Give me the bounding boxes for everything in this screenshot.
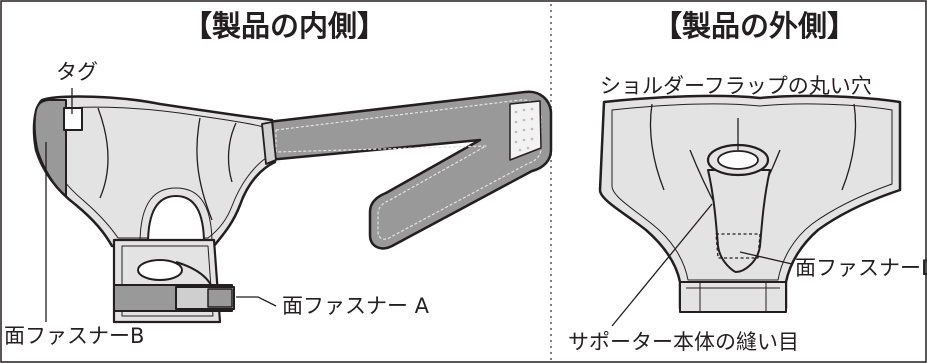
outer-view-title: 【製品の外側】 xyxy=(653,9,857,43)
support-outer-view xyxy=(598,94,902,313)
loop xyxy=(137,259,183,281)
fastener-b-label: 面ファスナーB xyxy=(4,324,145,348)
support-inner-view xyxy=(32,90,553,324)
strap-mesh xyxy=(509,100,542,161)
seam-label: サポーター本体の縫い目 xyxy=(568,330,799,354)
fastener-a-leader xyxy=(236,296,277,307)
shoulder-flap xyxy=(707,169,771,273)
tag-label: タグ xyxy=(56,60,98,84)
fastener-d-label: 面ファスナーD xyxy=(795,256,927,280)
right-leaders xyxy=(611,118,793,327)
arch-stitch xyxy=(139,187,213,245)
strap xyxy=(266,90,553,250)
fastener-b xyxy=(33,99,67,197)
fastener-d xyxy=(715,233,761,259)
outer-cuff xyxy=(679,281,787,313)
fastener-a-label: 面ファスナー A xyxy=(282,294,430,318)
strap-joint xyxy=(261,121,277,165)
seam-leader xyxy=(611,203,713,327)
flap-hole-label: ショルダーフラップの丸い穴 xyxy=(600,74,872,98)
mesh-dots xyxy=(514,107,534,152)
center-arch xyxy=(147,195,205,245)
inner-view-title: 【製品の内側】 xyxy=(183,9,387,43)
left-leaders xyxy=(45,88,277,322)
tag xyxy=(63,107,83,131)
fastener-d-leader xyxy=(739,251,793,265)
